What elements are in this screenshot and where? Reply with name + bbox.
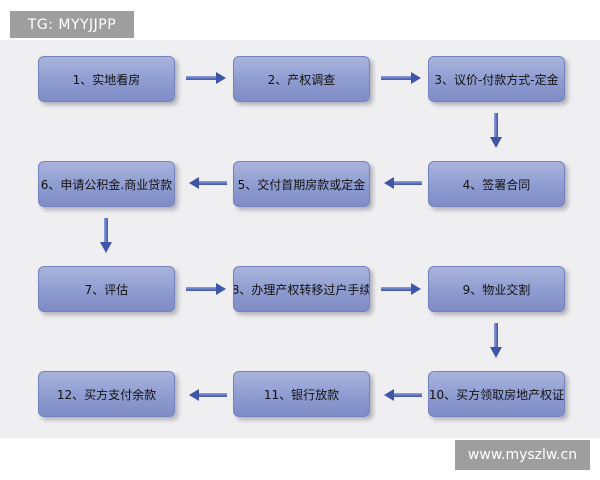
- step-3-label: 3、议价-付款方式-定金: [434, 72, 559, 87]
- arrow-right-icon: [186, 283, 226, 295]
- step-1-box: 1、实地看房: [38, 56, 175, 102]
- step-9-box: 9、物业交割: [428, 266, 565, 312]
- arrow-left-icon: [189, 389, 227, 401]
- step-12-label: 12、买方支付余款: [56, 387, 157, 402]
- step-6-box: 6、申请公积金.商业贷款: [38, 161, 175, 207]
- step-8-box: 8、办理产权转移过户手续: [233, 266, 370, 312]
- arrow-left-icon: [189, 177, 227, 189]
- arrow-down-icon: [490, 323, 502, 358]
- arrow-right-icon: [381, 283, 421, 295]
- step-1-label: 1、实地看房: [72, 72, 141, 87]
- step-5-label: 5、交付首期房款或定金: [237, 177, 366, 192]
- watermark-top-left: TG: MYYJJPP: [10, 11, 134, 38]
- step-3-box: 3、议价-付款方式-定金: [428, 56, 565, 102]
- arrow-right-icon: [186, 72, 226, 84]
- step-9-label: 9、物业交割: [462, 282, 531, 297]
- arrow-down-icon: [490, 113, 502, 148]
- step-2-box: 2、产权调查: [233, 56, 370, 102]
- watermark-top-left-text: TG: MYYJJPP: [27, 16, 117, 33]
- arrow-left-icon: [384, 389, 422, 401]
- step-4-label: 4、签署合同: [462, 177, 531, 192]
- step-7-label: 7、评估: [84, 282, 129, 297]
- step-11-box: 11、银行放款: [233, 371, 370, 417]
- step-10-label: 10、买方领取房地产权证: [428, 387, 565, 402]
- arrow-down-icon: [100, 218, 112, 253]
- watermark-bottom-right: www.myszlw.cn: [455, 440, 590, 470]
- step-12-box: 12、买方支付余款: [38, 371, 175, 417]
- step-11-label: 11、银行放款: [263, 387, 340, 402]
- step-6-label: 6、申请公积金.商业贷款: [40, 177, 173, 192]
- arrow-right-icon: [381, 72, 421, 84]
- step-2-label: 2、产权调查: [267, 72, 336, 87]
- step-8-label: 8、办理产权转移过户手续: [233, 282, 370, 297]
- step-10-box: 10、买方领取房地产权证: [428, 371, 565, 417]
- step-5-box: 5、交付首期房款或定金: [233, 161, 370, 207]
- step-7-box: 7、评估: [38, 266, 175, 312]
- arrow-left-icon: [384, 177, 422, 189]
- step-4-box: 4、签署合同: [428, 161, 565, 207]
- watermark-bottom-right-text: www.myszlw.cn: [467, 447, 578, 463]
